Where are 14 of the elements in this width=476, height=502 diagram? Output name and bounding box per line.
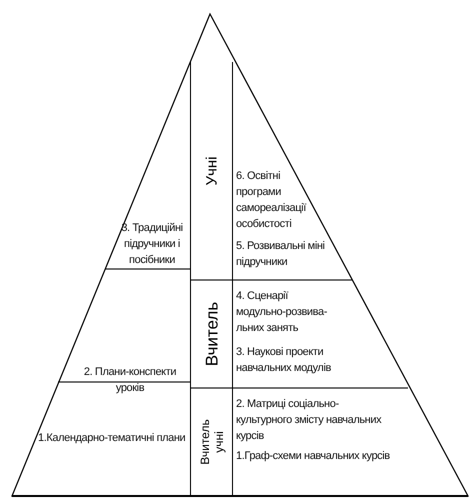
level-text: 4. Сценарії модульно-розвива- льних занять	[236, 289, 328, 336]
column-cell	[190, 62, 233, 280]
column-label: Учні	[203, 156, 220, 186]
column-label: Вчитель учні	[198, 418, 226, 467]
column-label: Вчитель	[203, 302, 220, 366]
level-text: 1.Календарно-тематичні плани	[38, 431, 186, 446]
level-text: 6. Освітні програми самореалізації особистості	[236, 169, 308, 232]
level-text: 3. Наукові проекти навчальних модулів	[236, 345, 332, 376]
level-text: 5. Розвивальні міні підручники	[236, 239, 326, 270]
column-cell	[190, 280, 233, 388]
level-text: 1.Граф-схеми навчальних курсів	[236, 449, 391, 464]
column-cell	[190, 388, 233, 496]
level-text: 2. Матриці соціально-культурного змісту навчальних курсів	[236, 397, 382, 444]
level-text: 2. Плани-конспекти уроків	[82, 365, 178, 396]
